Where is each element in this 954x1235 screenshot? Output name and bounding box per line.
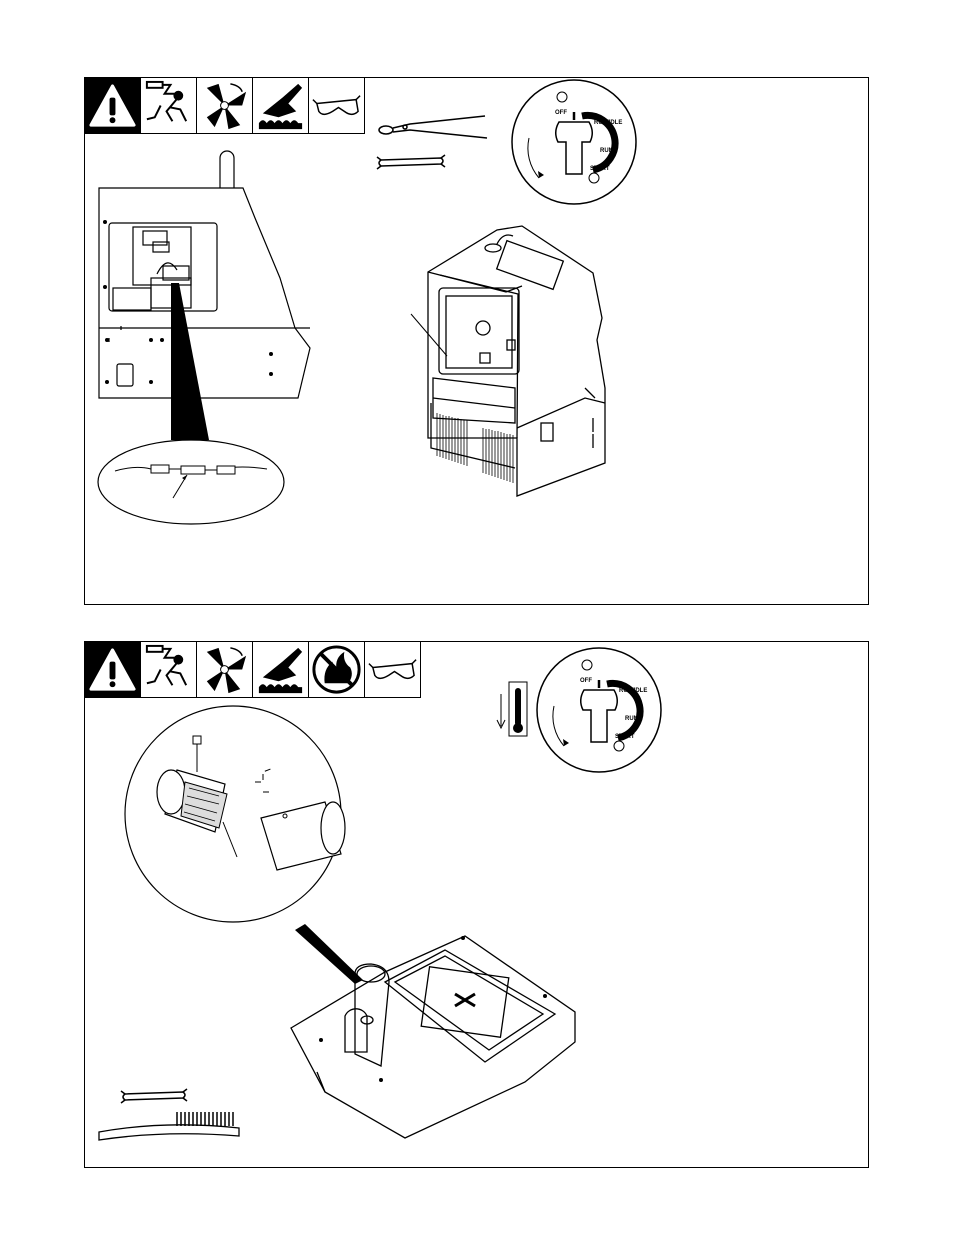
electric-shock-icon bbox=[141, 78, 197, 134]
hot-parts-icon bbox=[253, 78, 309, 134]
warning-icon bbox=[85, 642, 141, 698]
engine-exhaust-assembly bbox=[291, 936, 575, 1138]
switch-run-idle-label: RUN/IDLE bbox=[594, 120, 622, 126]
panel-1-hazard-strip bbox=[85, 78, 365, 134]
procedure-panel-1: OFF RUN/IDLE RUN START bbox=[84, 77, 869, 605]
switch-start-label: START bbox=[615, 734, 635, 740]
procedure-panel-2: OFF RUN/IDLE RUN START bbox=[84, 641, 869, 1168]
wire-cutter-icon bbox=[379, 116, 487, 138]
moving-parts-icon bbox=[197, 642, 253, 698]
wrench-icon bbox=[121, 1089, 187, 1103]
pointer-line bbox=[411, 314, 447, 356]
switch-run-label: RUN bbox=[625, 716, 638, 722]
wire-brush-icon bbox=[99, 1112, 239, 1140]
welder-grille-left bbox=[437, 413, 513, 483]
electric-shock-icon bbox=[141, 642, 197, 698]
panel-1-illustration: OFF RUN/IDLE RUN START bbox=[85, 78, 870, 606]
warning-icon bbox=[85, 78, 141, 134]
ignition-switch-dial: OFF RUN/IDLE RUN START bbox=[512, 80, 636, 204]
switch-run-label: RUN bbox=[600, 148, 613, 154]
moving-parts-icon bbox=[197, 78, 253, 134]
control-panel-cutaway bbox=[99, 151, 310, 398]
spark-arrestor-detail bbox=[125, 706, 363, 984]
thermometer-icon bbox=[497, 682, 527, 736]
switch-off-label: OFF bbox=[580, 678, 592, 684]
panel-2-illustration: OFF RUN/IDLE RUN START bbox=[85, 642, 870, 1169]
no-flame-icon bbox=[309, 642, 365, 698]
hot-parts-icon bbox=[253, 642, 309, 698]
ignition-switch-dial: OFF RUN/IDLE RUN START bbox=[537, 648, 661, 772]
panel-2-hazard-strip bbox=[85, 642, 421, 698]
safety-glasses-icon bbox=[309, 78, 365, 134]
fuse-detail-callout bbox=[98, 283, 284, 524]
safety-glasses-icon bbox=[365, 642, 421, 698]
switch-off-label: OFF bbox=[555, 110, 567, 116]
switch-run-idle-label: RUN/IDLE bbox=[619, 688, 647, 694]
switch-start-label: START bbox=[590, 166, 610, 172]
wrench-icon bbox=[377, 155, 445, 169]
welder-generator-unit bbox=[428, 226, 605, 496]
